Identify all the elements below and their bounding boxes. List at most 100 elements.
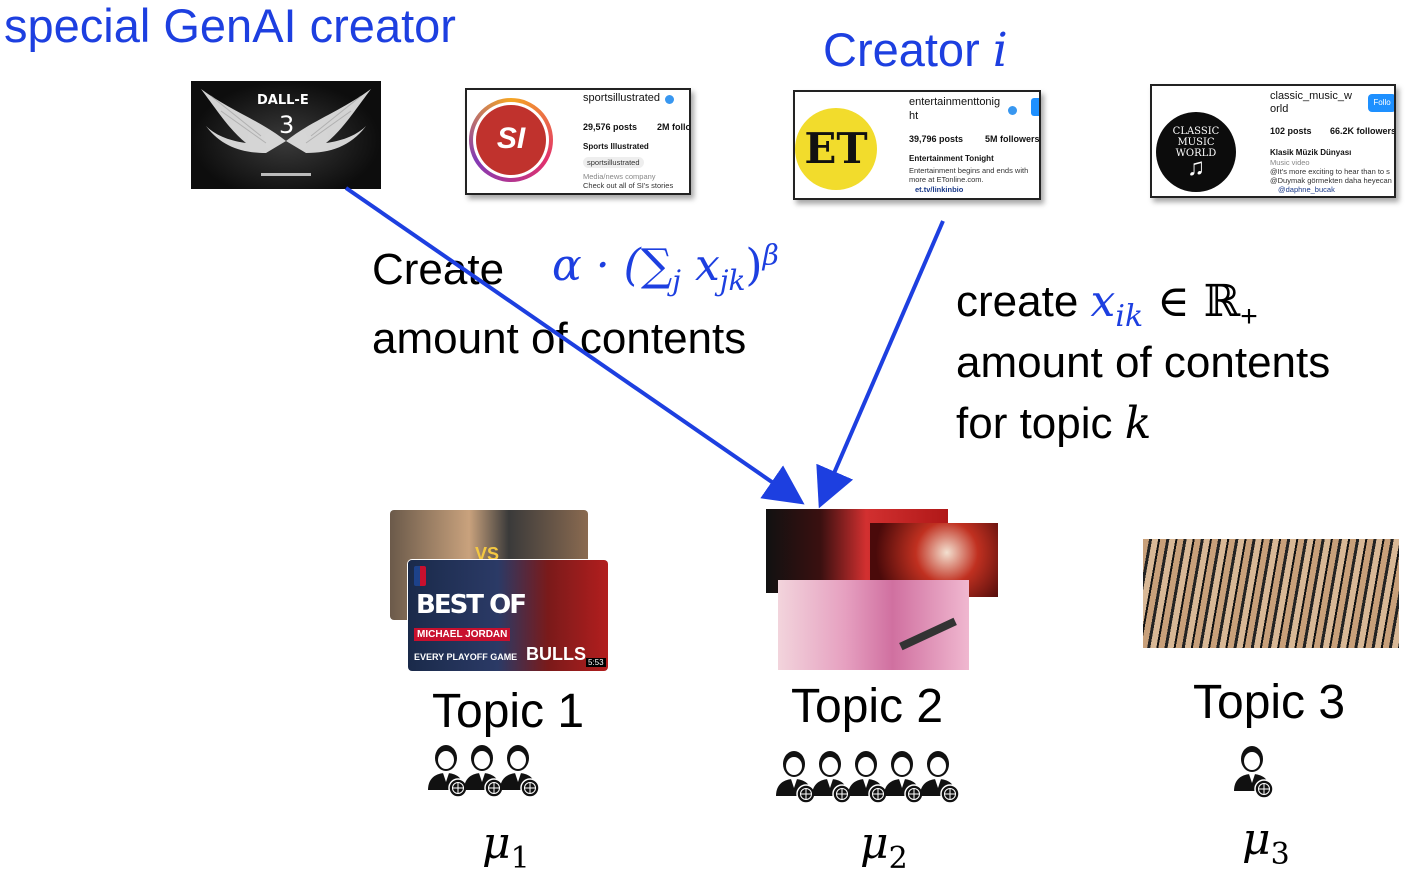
et-bio-2: more at ETonline.com. (909, 175, 984, 184)
si-followers: 2M follo (657, 122, 691, 132)
follow-button[interactable] (1031, 98, 1039, 116)
formula-x: x (680, 240, 720, 291)
et-followers: 5M followers (985, 134, 1040, 144)
cmw-handle: classic_music_w (1270, 90, 1352, 102)
topic2-users (774, 746, 960, 804)
cmw-logo-text: CLASSIC MUSIC WORLD (1172, 126, 1220, 159)
topic1-duration: 5:53 (586, 658, 606, 667)
creator-heading-prefix: Creator (823, 23, 993, 76)
cmw-mention[interactable]: @daphne_bucak (1278, 185, 1335, 194)
et-name: Entertainment Tonight (909, 154, 994, 163)
formula-exp: β (762, 238, 779, 272)
genai-arrow (344, 186, 805, 505)
creator-topic-prefix: for topic (956, 399, 1125, 448)
genai-formula: α · (∑j xjk)β (552, 238, 779, 294)
cmw-name: Klasik Müzik Dünyası (1270, 148, 1352, 157)
creator-heading: Creator i (823, 24, 1008, 77)
profile-card-entertainmenttonight: ET entertainmenttonig ht 39,796 posts 5M… (793, 90, 1041, 200)
formula-x-sub: jk (719, 263, 746, 297)
et-handle-cont: ht (909, 110, 919, 122)
topic2-thumbnail-3 (778, 580, 969, 670)
set-symbol: ∈ ℝ (1143, 276, 1241, 327)
mu-symbol: μ (860, 818, 889, 869)
et-posts: 39,796 posts (909, 134, 964, 144)
music-note-icon: ♫ (1187, 154, 1205, 181)
formula-alpha: α · ( (552, 240, 641, 291)
var-x: x (1090, 276, 1116, 327)
var-x-sub: ik (1115, 298, 1144, 334)
creator-index-var: i (992, 23, 1008, 78)
topic1-sub-text: EVERY PLAYOFF GAME (414, 652, 518, 662)
user-icon (500, 745, 540, 798)
nba-logo-icon (414, 566, 426, 586)
cmw-logo: CLASSIC MUSIC WORLD ♫ (1156, 112, 1236, 192)
topic1-best-text: BEST OF (416, 590, 527, 620)
topic3-users (1232, 741, 1274, 799)
verified-badge-icon (1008, 106, 1017, 115)
topic3-mu: μ3 (1242, 814, 1290, 869)
si-bio: Check out all of SI's stories (583, 181, 674, 190)
creator-create-label: create (956, 277, 1091, 326)
creator-amount-line: amount of contents (956, 338, 1331, 387)
dalle-brand-text: DALL-E (257, 93, 309, 108)
topic2-mu: μ2 (860, 818, 908, 873)
mu-sub: 3 (1270, 836, 1290, 872)
si-logo: SI (469, 98, 553, 182)
si-name: Sports Illustrated (583, 142, 649, 151)
et-handle: entertainmenttonig (909, 96, 1001, 108)
mu-symbol: μ (482, 818, 511, 869)
mu-symbol: μ (1242, 814, 1271, 865)
guitar-icon (899, 617, 957, 651)
user-icon (1234, 746, 1274, 799)
et-link[interactable]: et.tv/linkinbio (915, 185, 964, 194)
topic3-label: Topic 3 (1193, 676, 1346, 729)
creator-arrow (816, 220, 945, 509)
user-icon (428, 745, 468, 798)
user-icon (920, 751, 960, 804)
topic1-player-text: MICHAEL JORDAN (414, 628, 511, 641)
user-icon (848, 751, 888, 804)
user-icon (464, 745, 504, 798)
topic1-mu: μ1 (482, 818, 530, 873)
topic1-team-text: BULLS (526, 644, 586, 664)
profile-card-sportsillustrated: SI sportsillustrated 29,576 posts 2M fol… (465, 88, 691, 195)
et-logo: ET (795, 108, 877, 190)
topic1-thumbnail-front: BEST OF MICHAEL JORDAN EVERY PLAYOFF GAM… (408, 560, 608, 671)
dalle-logo-image: DALL-E 3 (191, 81, 381, 189)
si-posts: 29,576 posts (583, 122, 638, 132)
formula-sum: ∑ (640, 240, 673, 291)
mu-sub: 1 (510, 840, 530, 876)
mu-sub: 2 (888, 840, 908, 876)
dalle-version-text: 3 (279, 111, 295, 139)
cmw-followers: 66.2K followers (1330, 126, 1396, 136)
cmw-posts: 102 posts (1270, 126, 1312, 136)
topic2-label: Topic 2 (791, 680, 944, 733)
user-icon (776, 751, 816, 804)
si-handle: sportsillustrated (583, 92, 661, 104)
creator-topic-line: for topic k (956, 398, 1151, 450)
verified-badge-icon (665, 95, 674, 104)
genai-amount-line: amount of contents (372, 314, 747, 363)
si-threads-tag: sportsillustrated (583, 157, 644, 168)
var-k: k (1124, 398, 1152, 449)
user-icon (884, 751, 924, 804)
formula-sum-sub: j (672, 263, 681, 297)
si-category: Media/news company (583, 172, 656, 181)
topic1-vs-text: VS (475, 544, 500, 564)
user-icon (812, 751, 852, 804)
follow-button[interactable]: Follo (1368, 94, 1394, 112)
wings-icon (201, 89, 371, 176)
et-logo-text: ET (804, 124, 868, 173)
cmw-bio-2: @Duymak görmekten daha heyecan (1270, 176, 1392, 185)
formula-close: ) (745, 240, 763, 291)
cmw-category: Music video (1270, 158, 1310, 167)
topic1-label: Topic 1 (432, 685, 585, 738)
genai-creator-heading: special GenAI creator (4, 0, 456, 52)
creator-create-line: create xik ∈ ℝ+ (956, 276, 1258, 331)
et-bio-1: Entertainment begins and ends with (909, 166, 1029, 175)
si-logo-text: SI (496, 122, 526, 155)
profile-card-classicmusicworld: CLASSIC MUSIC WORLD ♫ classic_music_w or… (1150, 84, 1396, 198)
cmw-bio-1: @It's more exciting to hear than to s (1270, 167, 1390, 176)
cmw-handle-cont: orld (1270, 103, 1289, 115)
